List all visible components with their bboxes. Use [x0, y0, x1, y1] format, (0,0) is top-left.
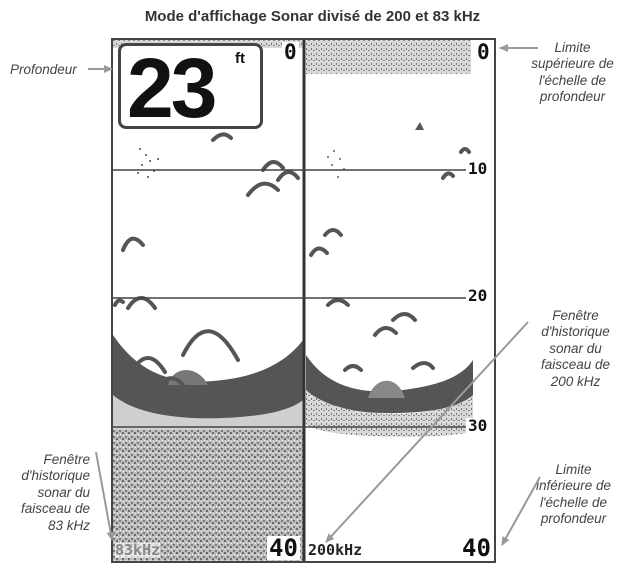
- right-scale-20: 20: [466, 286, 490, 305]
- label-limite-inferieure: Limite inférieure de l'échelle de profon…: [535, 462, 612, 527]
- depth-readout: 23 ft: [118, 41, 263, 135]
- right-scale-10: 10: [466, 159, 490, 178]
- left-scale-top: 0: [282, 40, 299, 64]
- right-speckle-cloud: [327, 150, 345, 178]
- right-fish-arches: [309, 147, 471, 372]
- left-scale-bottom: 40: [267, 534, 300, 562]
- label-limite-superieure: Limite supérieure de l'échelle de profon…: [531, 40, 614, 105]
- label-fenetre-200: Fenêtre d'historique sonar du faisceau d…: [540, 308, 611, 389]
- right-scale-30: 30: [466, 416, 490, 435]
- left-fish-arches: [113, 132, 300, 390]
- right-fish-mark: [415, 122, 424, 130]
- label-fenetre-83: Fenêtre d'historique sonar du faisceau d…: [20, 452, 90, 533]
- left-speckle-cloud: [137, 148, 159, 178]
- depth-unit: ft: [235, 50, 245, 67]
- diagram-title: Mode d'affichage Sonar divisé de 200 et …: [144, 8, 481, 25]
- depth-value: 23: [127, 41, 217, 135]
- left-bottom-light-band: [113, 395, 303, 435]
- right-scale-bottom: 40: [460, 534, 493, 562]
- right-structure-hump: [368, 380, 405, 398]
- arrow-fenetre-83: [95, 451, 115, 541]
- right-pane: [306, 40, 473, 437]
- label-profondeur: Profondeur: [10, 62, 77, 77]
- right-scale-top: 0: [475, 40, 492, 64]
- left-bottom-dark-band: [113, 335, 303, 420]
- freq-label-200: 200kHz: [308, 541, 363, 559]
- right-surface-clutter: [306, 40, 471, 74]
- freq-label-83: 83kHz: [115, 541, 161, 559]
